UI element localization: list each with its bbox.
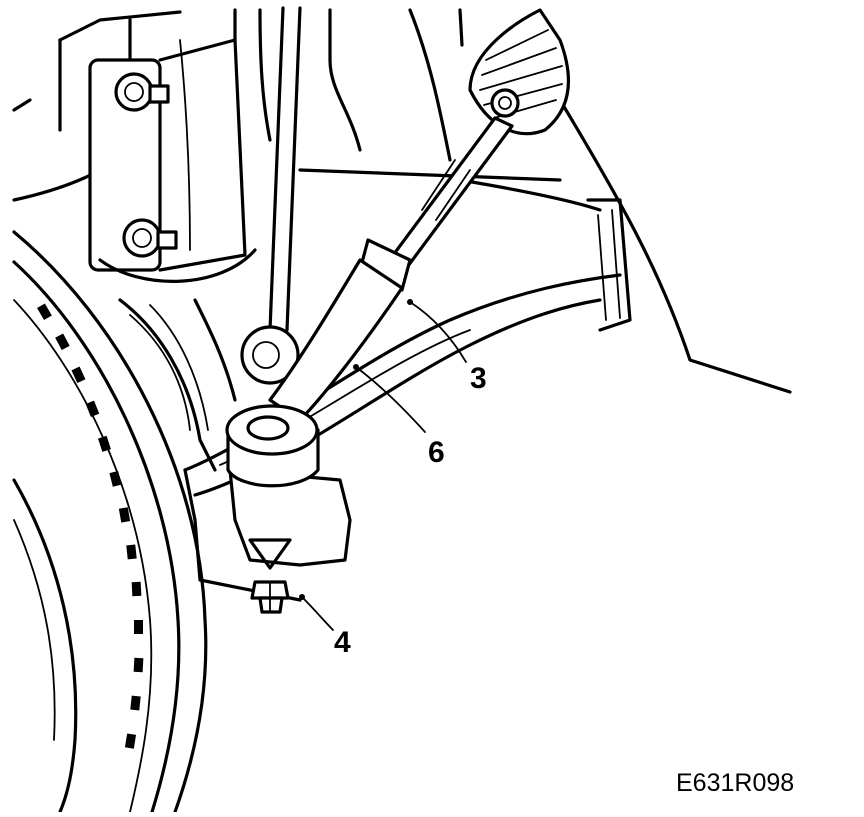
disc-vent-slots (37, 303, 144, 749)
tie-rod (268, 116, 514, 422)
figure-id: E631R098 (676, 769, 794, 797)
strut-bolt-upper (114, 72, 170, 112)
leader-3 (409, 301, 467, 363)
leader-6 (355, 366, 426, 433)
tie-rod-end (225, 404, 352, 570)
strut-assembly (12, 8, 272, 283)
callout-4: 4 (334, 626, 351, 659)
callout-6: 6 (428, 436, 445, 469)
stabilizer-link (240, 6, 302, 385)
cv-boot (118, 298, 237, 472)
callout-leaders (299, 299, 467, 631)
subframe-body (298, 8, 792, 394)
steering-rack-boot (468, 8, 571, 136)
brake-disc (12, 230, 208, 814)
ball-joint-nut (250, 580, 290, 614)
leader-4 (301, 596, 334, 631)
callout-3: 3 (470, 362, 487, 395)
strut-bolt-lower (122, 218, 178, 258)
